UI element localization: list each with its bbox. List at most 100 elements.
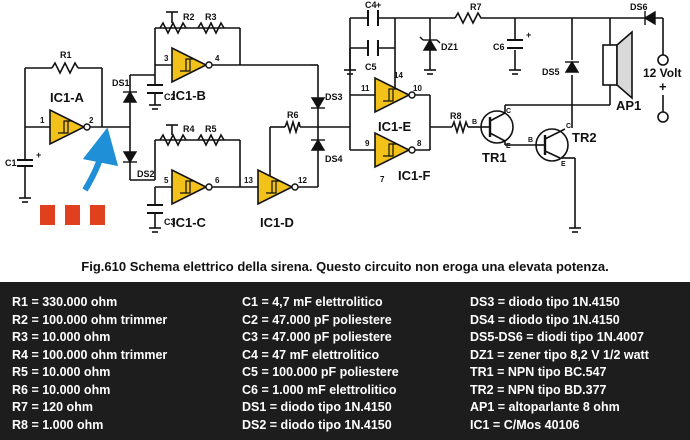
pin-4: 4 [215,54,220,63]
label-ic1e: IC1-E [378,119,412,134]
label-r3: R3 [205,12,217,22]
part-item: TR1 = NPN tipo BC.547 [470,365,607,379]
resistor-zigzags [51,11,490,147]
label-supply-plus: + [659,79,667,94]
part-item: DS3 = diodo tipo 1N.4150 [470,295,620,309]
label-c4-plus: + [376,0,381,10]
gate-ic1e [374,76,416,114]
part-item: DS1 = diodo tipo 1N.4150 [242,400,392,414]
transistors [478,110,569,162]
part-item: DS5-DS6 = diodi tipo 1N.4007 [470,330,645,344]
inverter-gates [49,46,416,206]
part-item: C1 = 4,7 mF elettrolitico [242,295,383,309]
gate-ic1f [374,131,416,169]
label-c3: C3 [164,217,176,227]
pin-5: 5 [164,176,169,185]
pin-7: 7 [380,175,385,184]
label-tr2: TR2 [572,130,597,145]
label-c6: C6 [493,42,505,52]
diodes [122,10,656,164]
pin-10: 10 [413,84,422,93]
parts-column-resistors: R1 = 330.000 ohm R2 = 100.000 ohm trimme… [12,294,167,434]
label-tr1-b: B [472,119,477,126]
label-ic1c: IC1-C [172,215,207,230]
label-tr2-e: E [561,161,566,168]
label-c5: C5 [365,62,377,72]
label-r2: R2 [183,12,195,22]
label-r6: R6 [287,110,299,120]
part-item: R6 = 10.000 ohm [12,382,111,397]
pin-14: 14 [394,71,403,80]
part-item: DS2 = diodo tipo 1N.4150 [242,417,392,432]
label-dz1: DZ1 [441,42,458,52]
pin-1: 1 [40,116,45,125]
pin-12: 12 [298,176,307,185]
square-wave-pulses [40,205,105,225]
parts-list-panel: R1 = 330.000 ohm R2 = 100.000 ohm trimme… [0,282,690,440]
label-ds2: DS2 [137,169,155,179]
capacitor-plates [17,10,523,214]
circuit-schematic: IC1-A IC1-B IC1-C IC1-D IC1-E IC1-F R1 R… [5,0,681,233]
gate-ic1d [257,168,299,206]
label-c1-plus: + [36,150,41,160]
part-item: C4 = 47 mF elettrolitico [242,347,380,362]
label-ds1: DS1 [112,78,130,88]
output-arrow [82,127,119,192]
pin-11: 11 [361,84,370,93]
label-ds6: DS6 [630,2,648,12]
supply-terminal-neg [657,111,669,123]
parts-column-semiconductors: DS3 = diodo tipo 1N.4150 DS4 = diodo tip… [470,294,649,434]
label-c1: C1 [5,158,17,168]
label-ic1b: IC1-B [172,88,206,103]
part-item: TR2 = NPN tipo BD.377 [470,382,607,397]
part-item: DS4 = diodo tipo 1N.4150 [470,312,620,327]
label-c6-plus: + [526,30,531,40]
pin-2: 2 [89,116,94,125]
label-ds4: DS4 [325,154,343,164]
label-r4: R4 [183,124,195,134]
schematic-labels: IC1-A IC1-B IC1-C IC1-D IC1-E IC1-F R1 R… [5,0,681,230]
wires [24,17,664,228]
part-item: R2 = 100.000 ohm trimmer [12,312,168,327]
figure-caption: Fig.610 Schema elettrico della sirena. Q… [81,259,609,274]
part-item: IC1 = C/Mos 40106 [470,417,580,432]
pin-13: 13 [244,176,253,185]
label-ap1: AP1 [616,98,641,113]
label-ds5: DS5 [542,67,560,77]
label-r7: R7 [470,2,482,12]
label-ic1f: IC1-F [398,168,431,183]
pin-3: 3 [164,54,169,63]
label-tr1-c: C [506,108,511,115]
part-item: C3 = 47.000 pF poliestere [242,330,392,344]
supply-terminal [657,54,669,66]
part-item: R4 = 100.000 ohm trimmer [12,347,168,362]
part-item: R8 = 1.000 ohm [12,417,104,432]
label-c2: C2 [164,92,176,102]
gate-ic1a [49,108,91,146]
label-r8: R8 [450,111,462,121]
label-r5: R5 [205,124,217,134]
label-tr2-c: C [566,123,571,130]
label-ds3: DS3 [325,92,343,102]
part-item: C6 = 1.000 mF elettrolitico [242,382,397,397]
pin-9: 9 [365,139,370,148]
label-r1: R1 [60,50,72,60]
part-item: R3 = 10.000 ohm [12,330,111,344]
part-item: DZ1 = zener tipo 8,2 V 1/2 watt [470,347,649,362]
label-ic1d: IC1-D [260,215,294,230]
label-supply: 12 Volt [643,66,681,80]
label-tr1: TR1 [482,150,507,165]
label-ic1a: IC1-A [50,90,85,105]
label-c4: C4 [365,0,377,10]
pin-6: 6 [215,176,220,185]
gate-ic1c [171,168,213,206]
part-item: C2 = 47.000 pF poliestere [242,312,392,327]
parts-column-capacitors: C1 = 4,7 mF elettrolitico C2 = 47.000 pF… [242,294,399,434]
part-item: R7 = 120 ohm [12,400,93,414]
gate-ic1b [171,46,213,84]
part-item: R1 = 330.000 ohm [12,295,118,309]
part-item: AP1 = altoparlante 8 ohm [470,400,620,414]
label-tr2-b: B [528,137,533,144]
speaker [602,30,633,100]
